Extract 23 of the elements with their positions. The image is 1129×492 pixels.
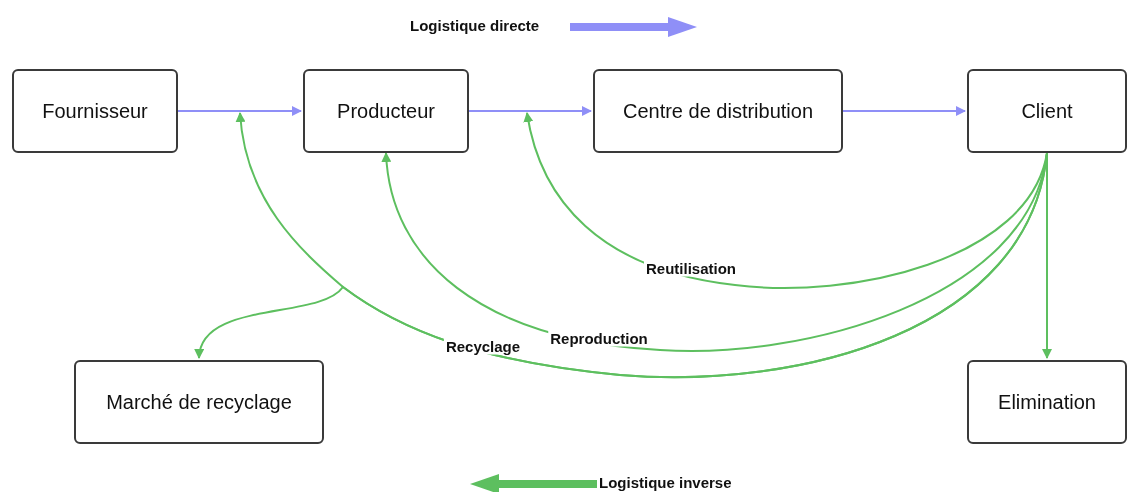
process-box [303, 69, 469, 153]
legend-label: Logistique inverse [599, 474, 732, 491]
arrow [842, 106, 966, 116]
process-box [593, 69, 843, 153]
arrow [468, 106, 592, 116]
node-label: Elimination [998, 390, 1096, 414]
node-label: Client [1021, 99, 1073, 123]
process-box [967, 69, 1127, 153]
edge-label: Reutilisation [644, 259, 738, 277]
process-box [74, 360, 324, 444]
arrow [177, 106, 302, 116]
arrow [195, 152, 1048, 379]
process-box [12, 69, 178, 153]
edge-label: Recyclage [443, 337, 523, 355]
process-box [967, 360, 1127, 444]
node-label: Producteur [337, 99, 435, 123]
legend-label: Logistique directe [410, 17, 540, 34]
arrow [523, 112, 1048, 289]
node-label: Centre de distribution [622, 99, 814, 123]
arrow [382, 152, 1048, 353]
edge-label: Reproduction [548, 329, 650, 347]
node-label: Marché de recyclage [106, 390, 292, 414]
node-label: Fournisseur [42, 99, 148, 123]
